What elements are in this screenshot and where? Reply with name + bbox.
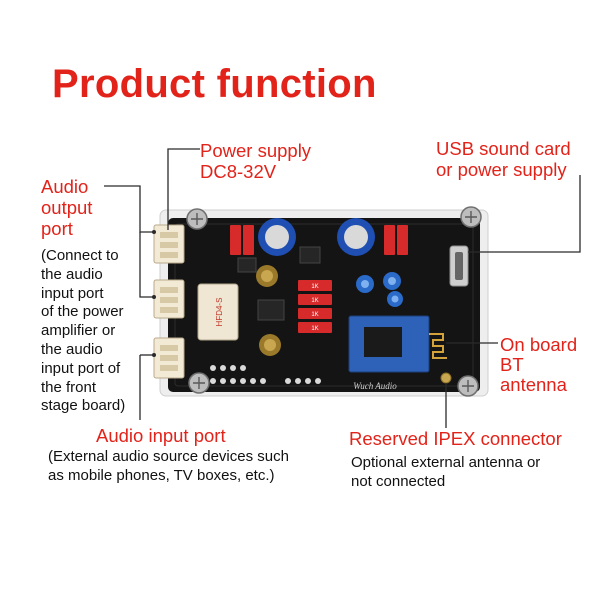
bt-antenna-line: On board xyxy=(500,334,578,355)
audio-output-note: (Connect to the audio input port of the … xyxy=(41,247,161,416)
ipex-note-line: not connected xyxy=(351,473,446,490)
audio-output-note-line: input port xyxy=(41,284,104,302)
brand-text: Wuch Audio xyxy=(353,381,397,391)
chip xyxy=(299,246,321,264)
ipex-connector xyxy=(440,372,452,384)
audio-output-note-line: the audio xyxy=(41,265,103,283)
chip xyxy=(237,257,257,273)
audio-input-note: (External audio source devices such as m… xyxy=(48,447,338,485)
audio-output-note-line: (Connect to xyxy=(41,247,119,264)
resistor-label: 1K xyxy=(311,284,318,290)
page-title: Product function xyxy=(52,62,377,106)
bt-antenna-label: On board BT antenna xyxy=(500,335,577,395)
audio-output-note-line: amplifier or xyxy=(41,322,116,340)
bt-antenna-line: antenna xyxy=(500,374,567,395)
audio-output-note-line: input port of xyxy=(41,359,121,377)
usb-label: USB sound card or power supply xyxy=(436,138,571,180)
relay-label: HFD4-S xyxy=(215,298,224,327)
ipex-note-line: Optional external antenna or xyxy=(351,454,541,471)
capacitor-small xyxy=(256,265,281,356)
resistor-label: 1K xyxy=(311,326,318,332)
resistor-stack xyxy=(298,280,332,333)
audio-input-label: Audio input port xyxy=(96,425,226,446)
ipex-note: Optional external antenna or not connect… xyxy=(351,453,586,491)
relay xyxy=(197,283,239,341)
bt-antenna-line: BT xyxy=(500,354,524,375)
power-supply-voltage: DC8-32V xyxy=(200,161,277,182)
audio-output-line: output xyxy=(41,197,93,218)
ipex-label: Reserved IPEX connector xyxy=(349,428,562,449)
audio-output-note-line: of the power xyxy=(41,303,124,321)
audio-output-line: Audio xyxy=(41,176,89,197)
audio-output-note-line: the front xyxy=(41,378,97,396)
power-supply-label: Power supply DC8-32V xyxy=(200,140,311,182)
capacitor-large xyxy=(258,218,375,256)
usb-title: USB sound card xyxy=(436,138,571,159)
audio-output-note-line: stage board) xyxy=(41,397,126,415)
bt-antenna-trace xyxy=(429,333,447,359)
audio-output-label: Audio output port xyxy=(41,176,92,239)
resistor-label: 1K xyxy=(311,298,318,304)
power-supply-title: Power supply xyxy=(200,140,312,161)
resistor-label: 1K xyxy=(311,312,318,318)
callout-lines xyxy=(104,148,581,428)
header-pins xyxy=(210,365,321,384)
audio-output-line: port xyxy=(41,218,73,239)
chip xyxy=(257,299,285,321)
audio-input-note-line: (External audio source devices such xyxy=(48,448,289,465)
usb-subtitle: or power supply xyxy=(436,159,567,180)
audio-output-note-line: the audio xyxy=(41,340,103,358)
audio-input-note-line: as mobile phones, TV boxes, etc.) xyxy=(48,467,275,484)
